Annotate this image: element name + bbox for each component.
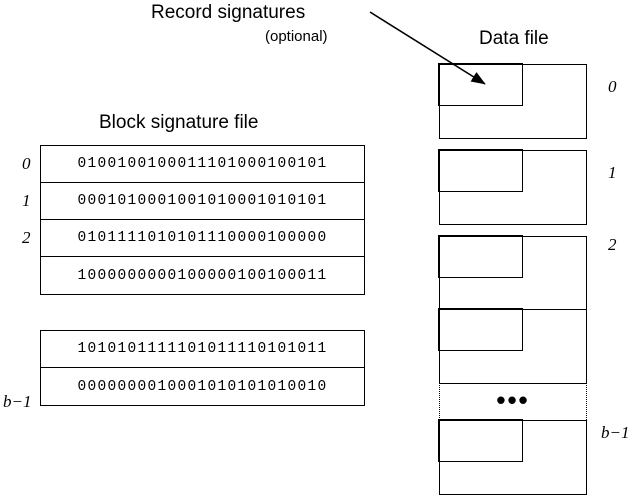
- block-signature-row: 0000000010001010101010010: [41, 368, 364, 405]
- block-signature-file-title: Block signature file: [99, 112, 259, 133]
- block-signature-bits: 0100100100011101000100101: [77, 156, 328, 172]
- record-signature-rect: [438, 419, 524, 463]
- record-signatures-title: Record signatures: [151, 2, 306, 23]
- record-signature-rect: [438, 308, 524, 352]
- data-file-title: Data file: [479, 28, 549, 49]
- data-block: [438, 419, 587, 495]
- data-file: •••: [438, 63, 587, 495]
- block-signature-bits: 0101111010101110000100000: [77, 230, 328, 246]
- record-signatures-optional-note: (optional): [265, 28, 328, 45]
- block-signature-row: 0100100100011101000100101: [41, 146, 364, 183]
- data-block-index-2: 2: [608, 235, 617, 254]
- data-file-continuation-gap: •••: [439, 382, 587, 420]
- record-signature-rect: [438, 235, 524, 279]
- block-signature-row: 0001010001001010001010101: [41, 183, 364, 220]
- block-signature-row: 1010101111101011110101011: [41, 331, 364, 368]
- block-signature-index-b-minus-1: b−1: [3, 392, 32, 411]
- block-signature-file-group-top: 0100100100011101000100101 00010100010010…: [40, 145, 365, 295]
- record-signature-rect: [438, 63, 524, 107]
- block-signature-index-1: 1: [22, 191, 31, 210]
- data-block: [438, 308, 587, 384]
- block-signature-bits: 1010101111101011110101011: [77, 341, 328, 357]
- data-block-index-0: 0: [608, 77, 617, 96]
- block-signature-file-group-bottom: 1010101111101011110101011 00000000100010…: [40, 330, 365, 406]
- block-signature-bits: 0000000010001010101010010: [77, 378, 328, 395]
- block-signature-row: 1000000000100000100100011: [41, 257, 364, 294]
- block-signature-bits: 0001010001001010001010101: [77, 193, 328, 209]
- record-signature-rect: [438, 149, 524, 193]
- block-signature-index-0: 0: [22, 154, 31, 173]
- data-block: [438, 235, 587, 311]
- data-block-index-1: 1: [608, 163, 617, 182]
- data-block: [438, 63, 587, 139]
- block-signature-index-2: 2: [22, 228, 31, 247]
- data-block: [438, 149, 587, 225]
- data-block-index-b-minus-1: b−1: [601, 423, 630, 442]
- block-signature-row: 0101111010101110000100000: [41, 220, 364, 257]
- block-signature-bits: 1000000000100000100100011: [77, 267, 328, 284]
- ellipsis-marker: •••: [496, 385, 530, 416]
